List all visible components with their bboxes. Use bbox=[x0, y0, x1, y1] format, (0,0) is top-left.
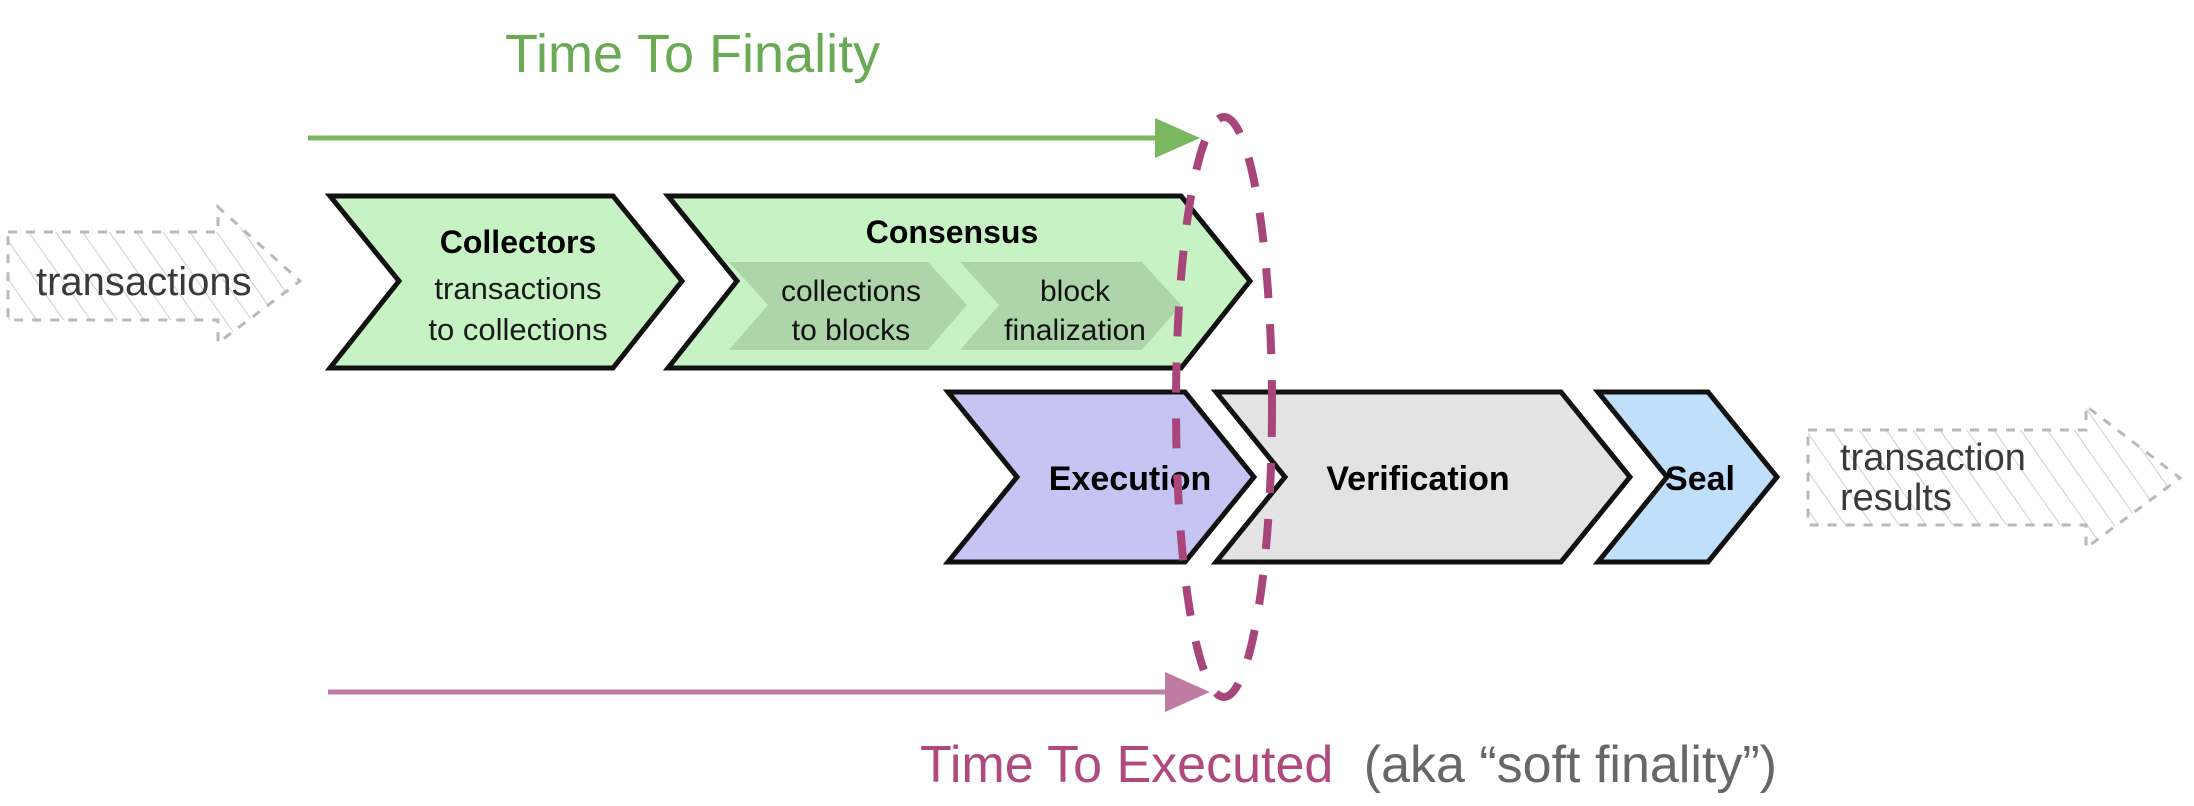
input-transactions-label: transactions bbox=[36, 260, 252, 304]
chevron-block-finalization-line2: finalization bbox=[1004, 314, 1146, 347]
output-transaction-results-line2: results bbox=[1840, 477, 1952, 519]
chevron-collections-to-blocks[interactable]: collections to blocks bbox=[729, 262, 967, 350]
chevron-block-finalization-line1: block bbox=[1040, 275, 1111, 308]
time-to-executed-title-main: Time To Executed bbox=[920, 736, 1333, 794]
time-to-finality-title: Time To Finality bbox=[505, 24, 880, 84]
chevron-seal[interactable]: Seal bbox=[1592, 389, 1781, 565]
input-transactions-shape: transactions bbox=[6, 203, 303, 347]
chevron-collectors-subline2: to collections bbox=[428, 312, 607, 347]
chevron-consensus-title: Consensus bbox=[866, 214, 1038, 250]
time-to-finality-timeline: Time To Finality bbox=[308, 24, 1200, 158]
chevron-seal-title: Seal bbox=[1665, 460, 1735, 498]
chevron-execution-title: Execution bbox=[1049, 460, 1211, 498]
finality-boundary-ellipse bbox=[1172, 113, 1276, 701]
time-to-executed-title-suffix: (aka “soft finality”) bbox=[1364, 736, 1777, 794]
time-to-executed-title-group: Time To Executed (aka “soft finality”) bbox=[920, 736, 1777, 794]
chevron-collectors-subline1: transactions bbox=[434, 271, 601, 306]
chevron-verification[interactable]: Verification bbox=[1210, 389, 1634, 565]
chevron-block-finalization[interactable]: block finalization bbox=[960, 262, 1181, 350]
chevron-collections-to-blocks-line1: collections bbox=[781, 275, 921, 308]
chevron-collections-to-blocks-line2: to blocks bbox=[792, 314, 910, 347]
chevron-execution[interactable]: Execution bbox=[942, 389, 1258, 565]
chevron-consensus[interactable]: Consensus collections to blocks block fi… bbox=[662, 193, 1254, 371]
chevron-collectors-title: Collectors bbox=[440, 224, 596, 260]
output-transaction-results-shape: transaction results bbox=[1806, 402, 2183, 551]
output-transaction-results-line1: transaction bbox=[1840, 437, 2026, 479]
chevron-verification-title: Verification bbox=[1326, 460, 1509, 498]
time-to-executed-timeline: Time To Executed (aka “soft finality”) bbox=[328, 672, 1777, 794]
chevron-collectors[interactable]: Collectors transactions to collections bbox=[324, 193, 686, 371]
